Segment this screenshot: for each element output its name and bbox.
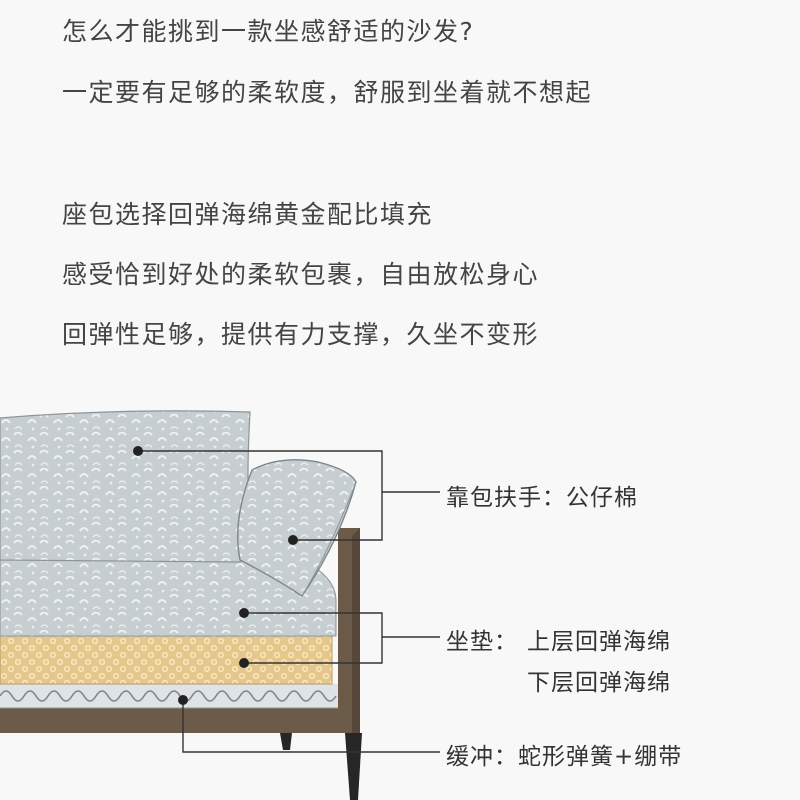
buffer-label: 缓冲：蛇形弹簧+绷带 (446, 744, 683, 770)
cushion-upper-label: 上层回弹海绵 (527, 629, 671, 655)
foam-layer (0, 635, 333, 685)
cushion-title-label: 坐垫： (446, 629, 518, 655)
backrest-label: 靠包扶手：公仔棉 (446, 485, 638, 511)
feature-line-3: 回弹性足够，提供有力支撑，久坐不变形 (62, 320, 540, 349)
cushion-lower-label: 下层回弹海绵 (527, 670, 671, 696)
feature-line-2: 感受恰到好处的柔软包裹，自由放松身心 (62, 260, 540, 289)
intro-answer: 一定要有足够的柔软度，舒服到坐着就不想起 (62, 78, 593, 107)
spring-layer (0, 684, 338, 709)
feature-line-1: 座包选择回弹海绵黄金配比填充 (62, 200, 434, 229)
side-pillow (237, 459, 357, 597)
sofa-legs (280, 733, 362, 800)
callout-lines (138, 450, 440, 753)
intro-question: 怎么才能挑到一款坐感舒适的沙发? (62, 17, 475, 46)
back-cushion (0, 410, 251, 563)
callout-dots (133, 446, 298, 705)
